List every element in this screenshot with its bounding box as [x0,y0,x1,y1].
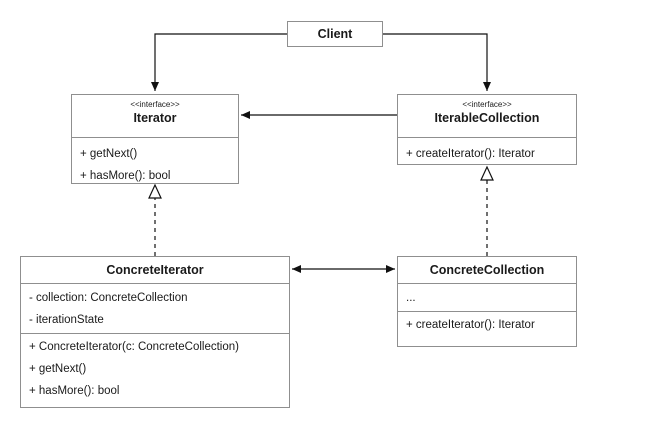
concrete-collection-header: ConcreteCollection [398,257,576,283]
concrete-collection-methods: + createIterator(): Iterator [398,311,576,338]
concrete-collection-box[interactable]: ConcreteCollection ... + createIterator(… [397,256,577,347]
iterable-collection-method: + createIterator(): Iterator [406,148,535,160]
iterator-interface-box[interactable]: <<interface>> Iterator + getNext() + has… [71,94,239,184]
concrete-iterator-header: ConcreteIterator [21,257,289,283]
iterator-method: + getNext() [80,148,138,160]
concrete-iterator-method: + getNext() [29,363,87,375]
iterable-collection-name: IterableCollection [434,111,540,125]
concrete-iterator-method: + hasMore(): bool [29,385,120,397]
iterable-collection-header: <<interface>> IterableCollection [398,95,576,137]
iterator-stereotype: <<interface>> [130,100,180,109]
concrete-iterator-name: ConcreteIterator [106,263,204,277]
iterator-method: + hasMore(): bool [80,170,171,182]
concrete-collection-name: ConcreteCollection [429,263,545,277]
realization-arrowhead-iterator [148,183,162,199]
concrete-collection-field: ... [406,292,416,304]
client-to-iterable-collection-arrow [383,33,491,91]
iterable-collection-methods: + createIterator(): Iterator [398,137,576,167]
client-to-iterator-arrow [151,33,287,91]
concrete-collection-fields: ... [398,283,576,311]
concrete-iterator-box[interactable]: ConcreteIterator - collection: ConcreteC… [20,256,290,408]
iterator-header: <<interface>> Iterator [72,95,238,137]
client-name: Client [317,27,353,41]
concrete-collection-method: + createIterator(): Iterator [406,319,535,331]
concrete-iterator-fields: - collection: ConcreteCollection - itera… [21,283,289,333]
concrete-iterator-methods: + ConcreteIterator(c: ConcreteCollection… [21,333,289,404]
concrete-iterator-field: - iterationState [29,314,104,326]
iterable-collection-interface-box[interactable]: <<interface>> IterableCollection + creat… [397,94,577,165]
iterator-methods: + getNext() + hasMore(): bool [72,137,238,189]
client-box[interactable]: Client [287,21,383,47]
concrete-iterator-field: - collection: ConcreteCollection [29,292,188,304]
iterable-collection-stereotype: <<interface>> [462,100,512,109]
realization-arrowhead-iterable-collection [480,165,494,181]
iterator-name: Iterator [133,111,177,125]
concrete-iterator-method: + ConcreteIterator(c: ConcreteCollection… [29,341,239,353]
